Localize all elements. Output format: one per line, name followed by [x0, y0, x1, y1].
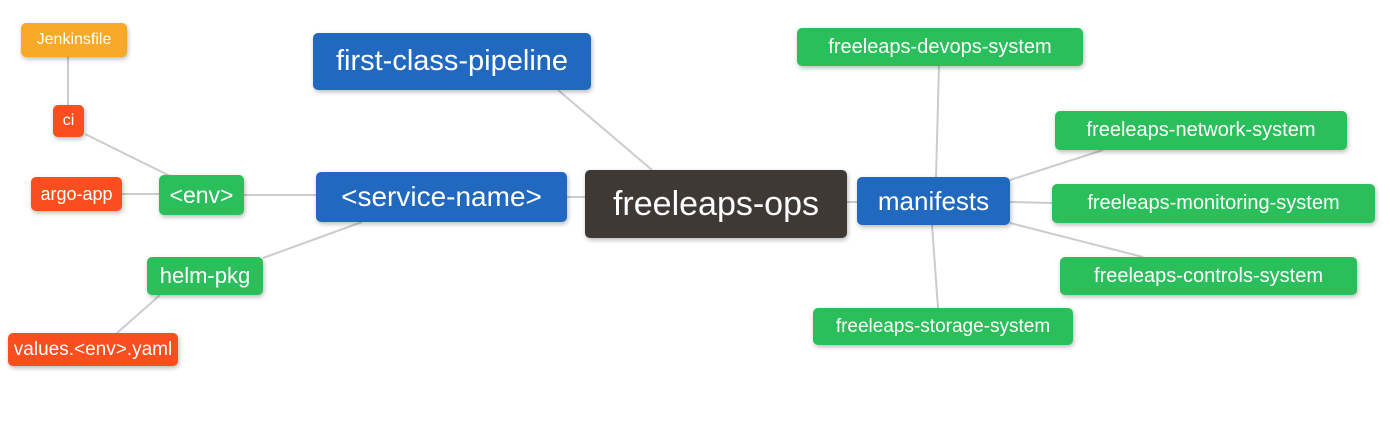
node-freeleaps-ops-root[interactable]: freeleaps-ops — [585, 170, 847, 238]
node-manifests[interactable]: manifests — [857, 177, 1010, 225]
edge-service-name-helm-pkg — [262, 221, 363, 259]
node-values-env-yaml[interactable]: values.<env>.yaml — [8, 333, 178, 366]
edge-manifests-monitoring-system — [1009, 201, 1053, 204]
node-service-name[interactable]: <service-name> — [316, 172, 567, 222]
node-helm-pkg[interactable]: helm-pkg — [147, 257, 263, 295]
node-jenkinsfile[interactable]: Jenkinsfile — [21, 23, 127, 57]
edge-manifests-devops-system — [935, 65, 940, 178]
node-freeleaps-storage-system[interactable]: freeleaps-storage-system — [813, 308, 1073, 345]
edge-manifests-network-system — [1009, 149, 1104, 181]
node-first-class-pipeline[interactable]: first-class-pipeline — [313, 33, 591, 90]
edge-pipeline-freeleaps-ops — [557, 89, 653, 171]
edge-manifests-controls-system — [1009, 222, 1144, 258]
edge-helm-pkg-values-env-yaml — [116, 294, 161, 334]
node-env[interactable]: <env> — [159, 175, 244, 215]
node-freeleaps-devops-system[interactable]: freeleaps-devops-system — [797, 28, 1083, 66]
node-freeleaps-monitoring-system[interactable]: freeleaps-monitoring-system — [1052, 184, 1375, 223]
node-ci[interactable]: ci — [53, 105, 84, 137]
node-freeleaps-controls-system[interactable]: freeleaps-controls-system — [1060, 257, 1357, 295]
edge-ci-env — [84, 133, 171, 177]
node-freeleaps-network-system[interactable]: freeleaps-network-system — [1055, 111, 1347, 150]
node-argo-app[interactable]: argo-app — [31, 177, 122, 211]
edge-manifests-storage-system — [931, 224, 939, 309]
